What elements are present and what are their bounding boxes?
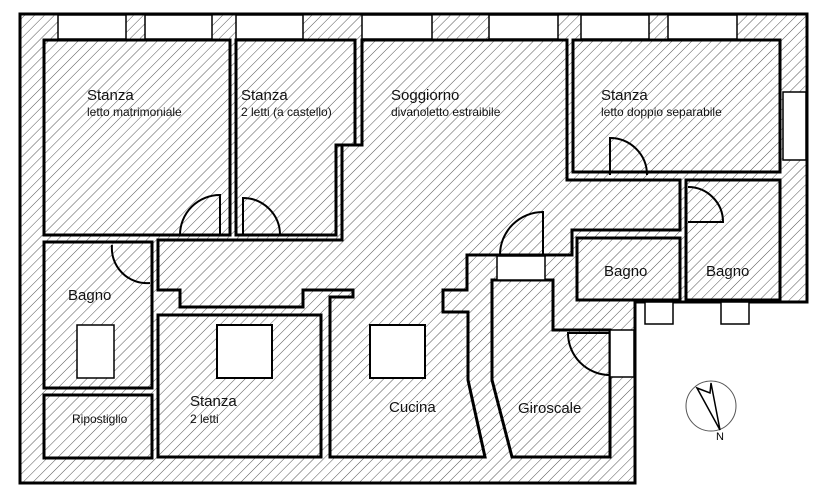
- fixture: [76, 324, 115, 379]
- room-bath-left: [42, 240, 154, 390]
- label-subtitle: 2 letti: [190, 412, 219, 426]
- label-title: Stanza: [241, 87, 288, 104]
- room-bedroom-double: [571, 38, 782, 174]
- label-title: Ripostiglio: [72, 412, 128, 426]
- room-bath-mid: [575, 236, 682, 302]
- room-bath-right: [684, 178, 782, 302]
- pillar: [216, 324, 273, 379]
- label-title: Cucina: [389, 399, 436, 416]
- label-title: Giroscale: [518, 400, 581, 417]
- svg-text:N: N: [716, 431, 724, 443]
- room-living-kitchen: [156, 38, 682, 459]
- room-bedroom-master: [42, 38, 232, 237]
- label-title: Bagno: [706, 263, 749, 280]
- compass-icon: N: [685, 380, 737, 443]
- label-title: Soggiorno: [391, 87, 459, 104]
- label-subtitle: 2 letti (a castello): [241, 105, 332, 119]
- label-title: Stanza: [87, 87, 134, 104]
- doors: [110, 136, 725, 376]
- label-title: Bagno: [68, 287, 111, 304]
- room-bedroom-bunk: [234, 38, 357, 237]
- stair-door-opening: [609, 329, 635, 378]
- label-title: Stanza: [190, 393, 237, 410]
- label-title: Bagno: [604, 263, 647, 280]
- stair-door-opening: [496, 255, 546, 281]
- room-storage: [42, 393, 154, 460]
- label-subtitle: divanoletto estraibile: [391, 105, 501, 119]
- pillar: [369, 324, 426, 379]
- label-title: Stanza: [601, 87, 648, 104]
- room-stairwell: [490, 278, 612, 459]
- room-bedroom-two: [156, 313, 323, 459]
- label-subtitle: letto matrimoniale: [87, 105, 182, 119]
- windows: [57, 14, 807, 325]
- label-subtitle: letto doppio separabile: [601, 105, 722, 119]
